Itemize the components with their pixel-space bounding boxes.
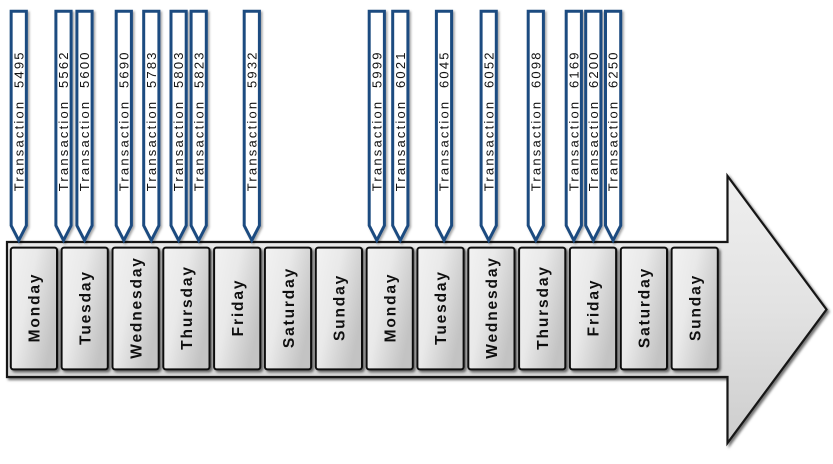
svg-text:Transaction 5562: Transaction 5562 <box>56 50 71 191</box>
svg-text:Thursday: Thursday <box>179 265 196 350</box>
svg-text:Transaction 6200: Transaction 6200 <box>586 50 601 191</box>
svg-text:Transaction 5823: Transaction 5823 <box>191 50 206 191</box>
svg-text:Transaction 5999: Transaction 5999 <box>369 50 384 191</box>
svg-text:Transaction 5803: Transaction 5803 <box>171 50 186 191</box>
svg-text:Friday: Friday <box>586 279 603 337</box>
svg-text:Sunday: Sunday <box>687 274 704 341</box>
svg-text:Transaction 6052: Transaction 6052 <box>481 50 496 191</box>
svg-text:Thursday: Thursday <box>535 265 552 350</box>
svg-text:Transaction 5783: Transaction 5783 <box>144 50 159 191</box>
svg-text:Transaction 5932: Transaction 5932 <box>244 50 259 191</box>
svg-text:Transaction 5495: Transaction 5495 <box>11 50 26 191</box>
svg-text:Transaction 6021: Transaction 6021 <box>393 50 408 191</box>
svg-text:Transaction 5600: Transaction 5600 <box>77 50 92 191</box>
svg-text:Transaction 6169: Transaction 6169 <box>566 50 581 191</box>
svg-text:Saturday: Saturday <box>637 267 654 348</box>
svg-text:Transaction 6098: Transaction 6098 <box>528 50 543 191</box>
svg-text:Wednesday: Wednesday <box>128 256 145 359</box>
svg-text:Monday: Monday <box>27 273 44 343</box>
svg-text:Wednesday: Wednesday <box>484 256 501 359</box>
svg-text:Friday: Friday <box>230 279 247 337</box>
svg-text:Monday: Monday <box>382 273 399 343</box>
svg-text:Transaction 6045: Transaction 6045 <box>437 50 452 191</box>
svg-text:Transaction 5690: Transaction 5690 <box>116 50 131 191</box>
svg-text:Saturday: Saturday <box>281 267 298 348</box>
svg-text:Sunday: Sunday <box>332 274 349 341</box>
svg-text:Tuesday: Tuesday <box>433 270 450 345</box>
svg-text:Tuesday: Tuesday <box>77 270 94 345</box>
svg-text:Transaction 6250: Transaction 6250 <box>606 50 621 191</box>
